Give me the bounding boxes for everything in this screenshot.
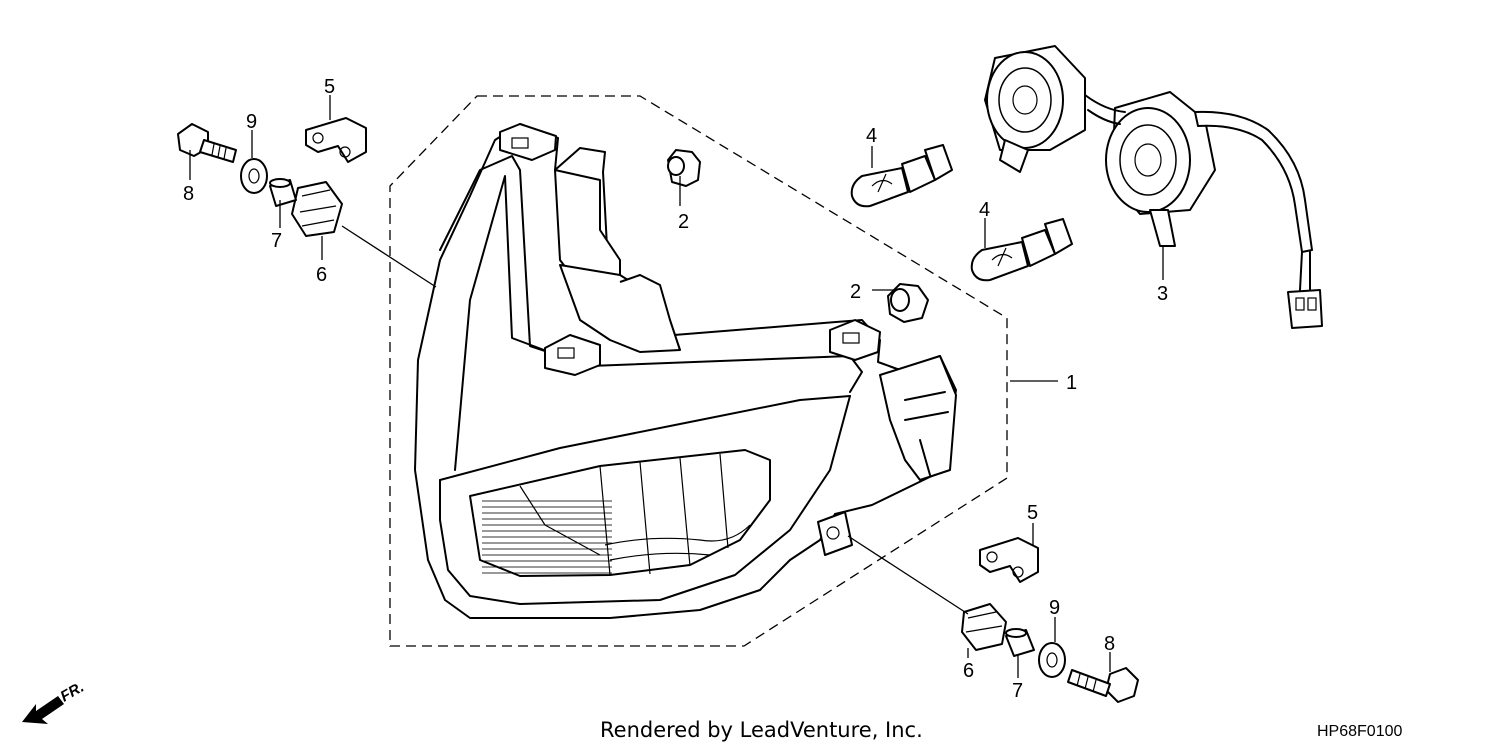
rubber-left[interactable] — [291, 181, 343, 237]
callout-8-right: 8 — [1104, 633, 1115, 655]
front-direction-indicator: FR. — [22, 679, 87, 724]
callout-5-upper: 5 — [324, 76, 335, 98]
callout-7-right: 7 — [1012, 680, 1023, 702]
collar-left[interactable] — [269, 178, 297, 207]
assembly-outline — [389, 95, 1008, 647]
bolt-right[interactable] — [1067, 667, 1139, 703]
bulb-upper[interactable] — [850, 144, 953, 208]
collar-right[interactable] — [1005, 628, 1035, 657]
bracket-upper[interactable] — [305, 117, 367, 163]
callout-4-upper: 4 — [866, 125, 877, 147]
callout-9-right: 9 — [1049, 597, 1060, 619]
grommet-upper[interactable] — [667, 149, 701, 187]
diagram-code: HP68F0100 — [1317, 723, 1402, 740]
headlight-housing[interactable] — [414, 123, 957, 619]
grommet-lower[interactable] — [887, 283, 929, 323]
callout-4-lower: 4 — [979, 199, 990, 221]
callout-5-lower: 5 — [1027, 502, 1038, 524]
bracket-lower[interactable] — [979, 537, 1039, 583]
callout-8-left: 8 — [183, 183, 194, 205]
callout-6-right: 6 — [963, 660, 974, 682]
rubber-right[interactable] — [961, 603, 1007, 651]
callout-6-left: 6 — [316, 264, 327, 286]
footer-credit: Rendered by LeadVenture, Inc. — [600, 718, 923, 742]
callout-9-left: 9 — [246, 111, 257, 133]
leader-lines — [189, 95, 1164, 678]
callout-2-upper: 2 — [678, 211, 689, 233]
callout-2-lower: 2 — [850, 281, 861, 303]
callout-3: 3 — [1157, 283, 1168, 305]
bulb-lower[interactable] — [970, 218, 1073, 282]
callout-7-left: 7 — [271, 230, 282, 252]
front-arrow-icon — [22, 696, 64, 724]
bolt-left[interactable] — [177, 123, 237, 163]
washer-right[interactable] — [1038, 642, 1066, 678]
callout-1: 1 — [1066, 372, 1077, 394]
socket-harness[interactable] — [984, 45, 1323, 329]
washer-left[interactable] — [240, 158, 268, 194]
